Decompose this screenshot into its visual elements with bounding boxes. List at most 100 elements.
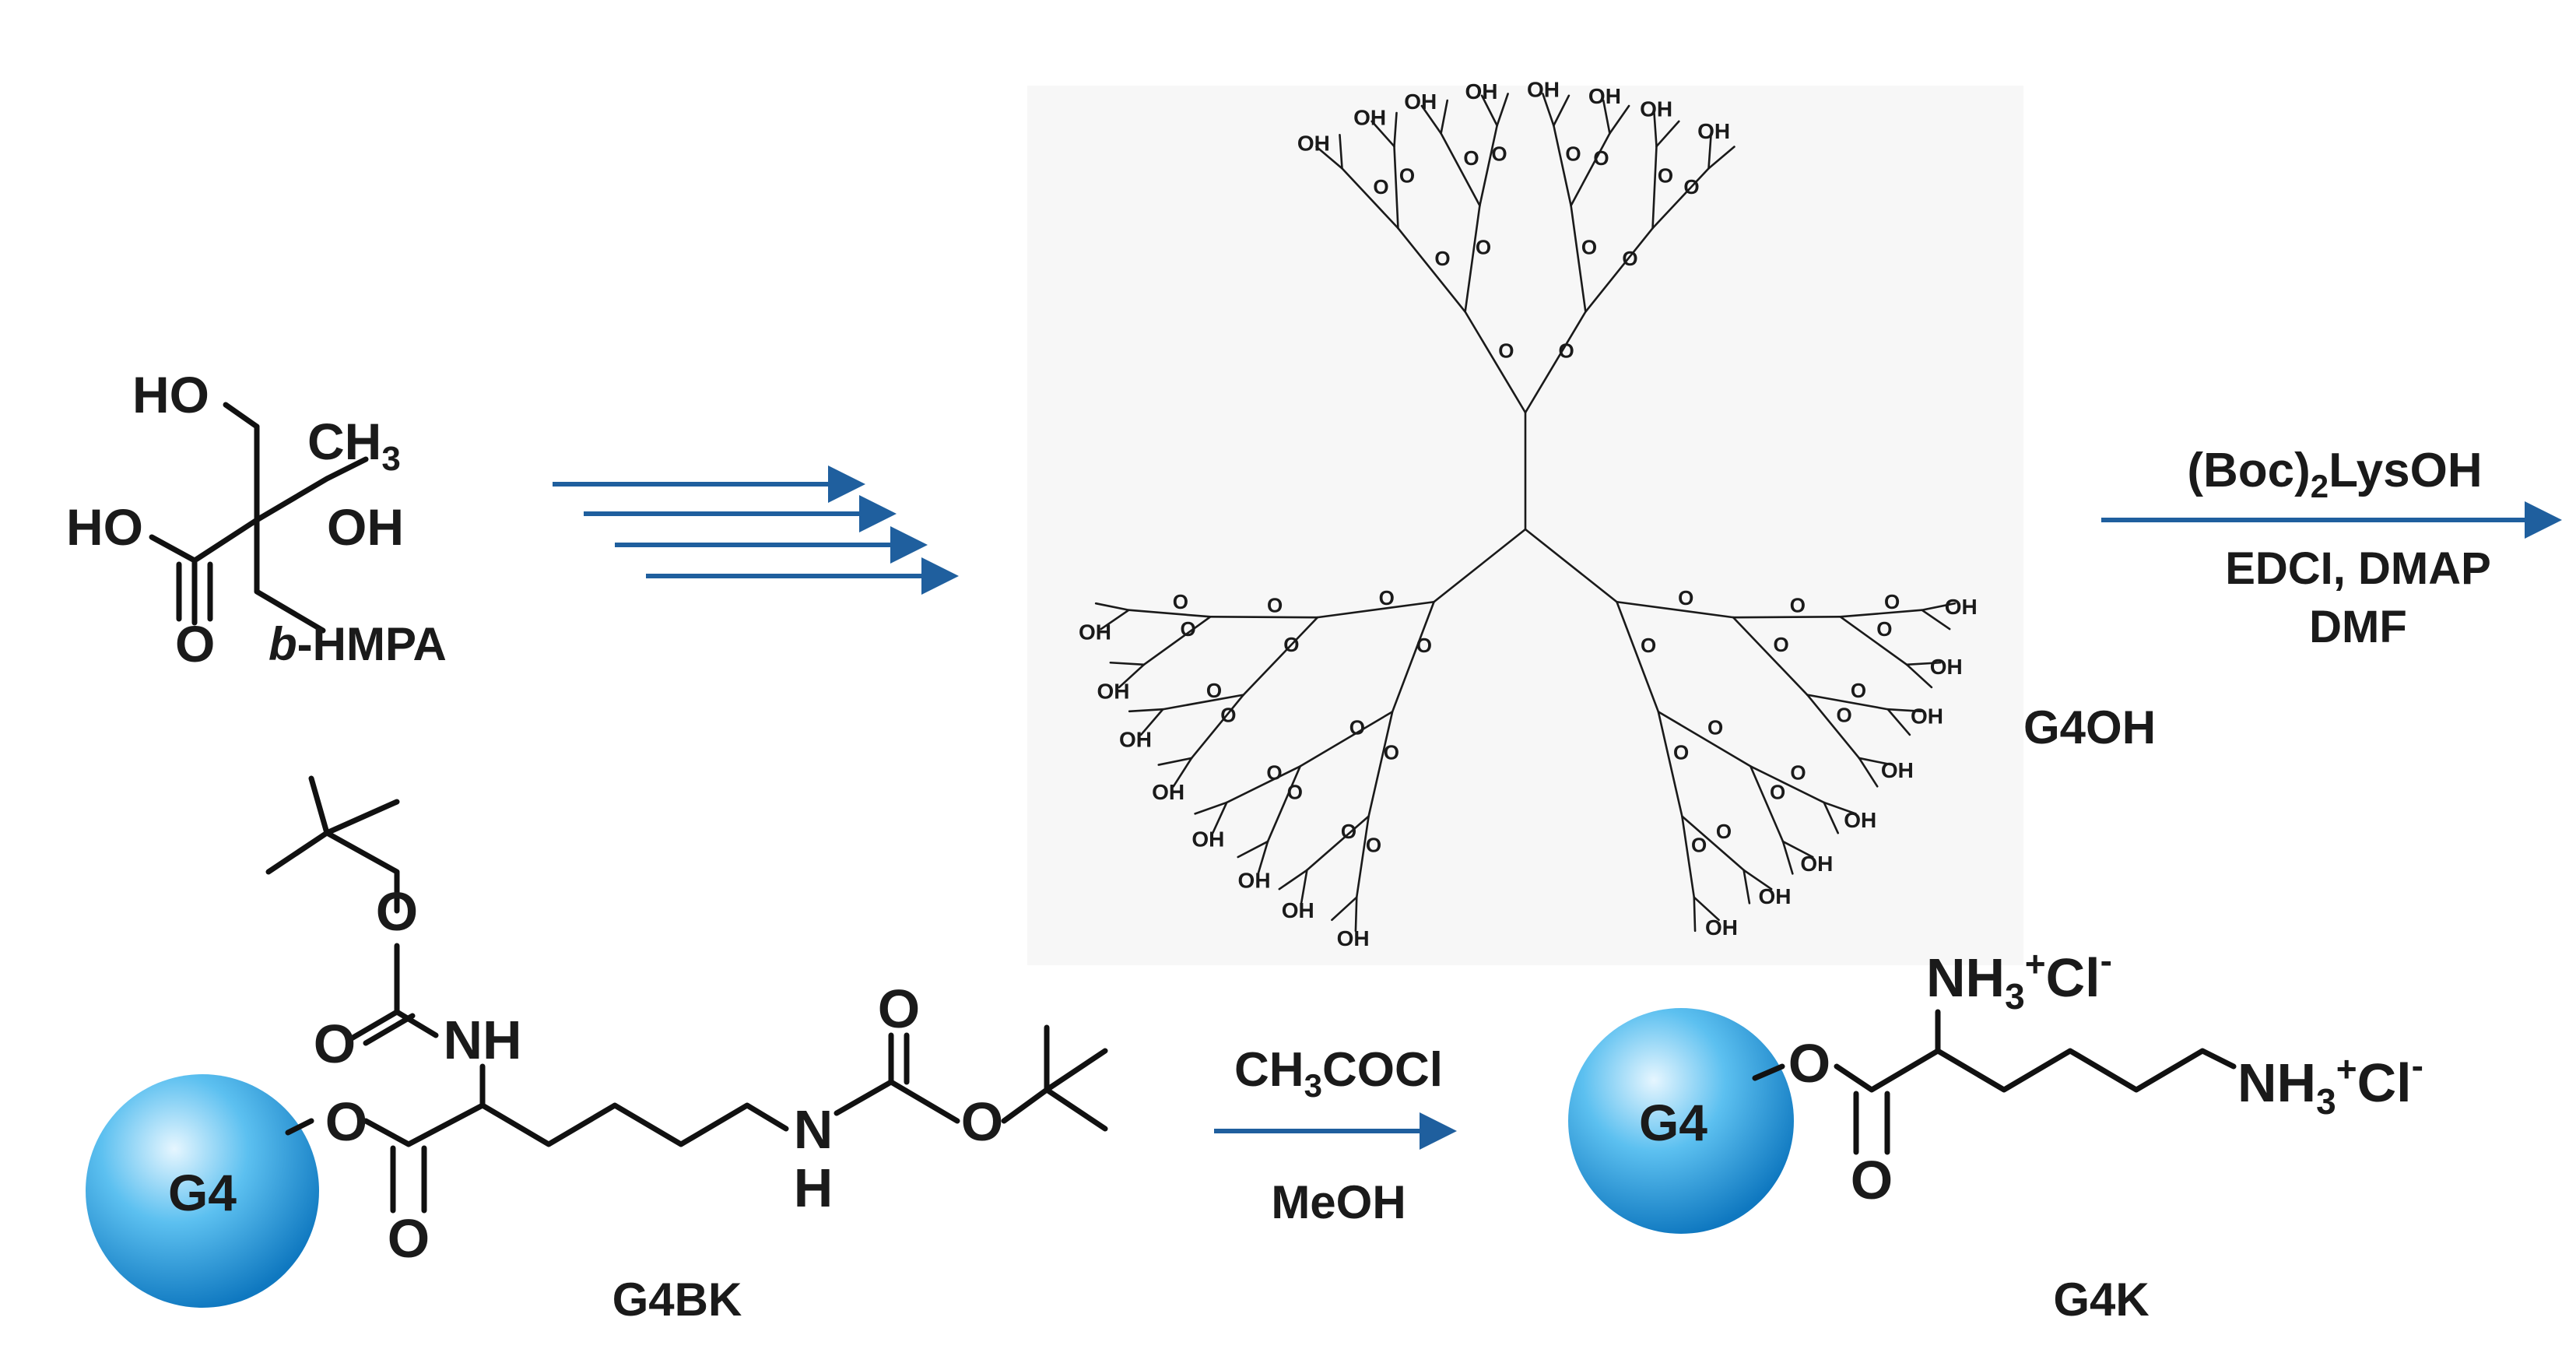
dendrimer-bond — [1524, 528, 1618, 603]
dendrimer-o: O — [1206, 679, 1222, 702]
dendrimer-bond — [1094, 602, 1130, 612]
dendrimer-bond — [1391, 600, 1435, 713]
dendrimer-bond — [1161, 694, 1245, 711]
g4bk-n: N — [794, 1099, 834, 1160]
dendrimer-bond — [1440, 99, 1449, 135]
dendrimer-bond — [1657, 711, 1683, 817]
step2-reagent-top: CH3COCl — [1234, 1043, 1443, 1104]
dendrimer-bond — [1681, 815, 1745, 872]
g4k-molecule: G4 O O NH3+Cl- NH3+Cl- G4K — [1568, 940, 2423, 1326]
dendrimer-oh: OH — [1588, 84, 1621, 108]
g4-sphere — [1568, 1008, 1794, 1234]
dendrimer-bond — [1750, 765, 1785, 843]
dendrimer-o: O — [1683, 175, 1699, 198]
dendrimer-g4oh: OOOOHOOHOOOHOOHOOOOHOOHOOOHOOHOOOOHOOHOO… — [1079, 77, 1978, 950]
dendrimer-bond — [1616, 600, 1660, 713]
dendrimer-bond — [1839, 616, 1908, 666]
dendrimer-bond — [1128, 609, 1212, 618]
dendrimer-o: O — [1283, 633, 1299, 656]
dendrimer-o: O — [1434, 247, 1450, 270]
dendrimer-bond — [1237, 840, 1269, 859]
g4bk-o-boc1-top: O — [376, 881, 418, 942]
g4k-o-ester: O — [1788, 1033, 1830, 1094]
dendrimer-o: O — [1220, 703, 1236, 726]
g4bk-label: G4BK — [612, 1273, 742, 1326]
dendrimer-o: O — [1463, 146, 1479, 170]
dendrimer-bond — [1742, 869, 1751, 905]
dendrimer-o: O — [1266, 761, 1282, 785]
dendrimer-o: O — [1876, 617, 1892, 641]
dendrimer-oh: OH — [1527, 77, 1560, 101]
dendrimer-bond — [1300, 869, 1308, 905]
dendrimer-bond — [1585, 227, 1654, 313]
g4bk-o-boc2-carbonyl: O — [878, 978, 920, 1039]
dendrimer-oh: OH — [1697, 119, 1730, 143]
dendrimer-bond — [1440, 132, 1481, 207]
dendrimer-o: O — [1716, 820, 1732, 843]
dendrimer-bond — [1886, 708, 1923, 713]
dendrimer-bond — [1172, 757, 1193, 788]
dendrimer-bond — [1242, 616, 1319, 696]
dendrimer-o: O — [1267, 594, 1283, 617]
step2-reagent-bot: MeOH — [1271, 1176, 1406, 1228]
dendrimer-o: O — [1341, 820, 1356, 843]
dendrimer-o: O — [1476, 235, 1491, 258]
dendrimer-o: O — [1498, 339, 1514, 362]
dendrimer-bond — [1393, 145, 1399, 230]
dendrimer-bond — [1355, 815, 1370, 898]
dendrimer-bond — [1570, 132, 1611, 207]
dendrimer-bond — [1479, 124, 1498, 207]
dendrimer-bond — [1886, 708, 1911, 736]
step1-arrow-group: (Boc)2LysOH EDCI, DMAP DMF — [2101, 444, 2562, 652]
hmpa-name: b-HMPA — [268, 618, 447, 670]
g4k-nh3-epsilon: NH3+Cl- — [2237, 1045, 2423, 1122]
dendrimer-bond — [1100, 609, 1130, 631]
dendrimer-o: O — [1658, 164, 1673, 188]
g4k-sphere-label: G4 — [1639, 1094, 1707, 1151]
dendrimer-o: O — [1790, 761, 1806, 785]
dendrimer-oh: OH — [1640, 97, 1672, 121]
dendrimer-o: O — [1491, 142, 1507, 166]
dendrimer-bond — [1190, 694, 1245, 760]
g4-sphere — [86, 1074, 319, 1308]
dendrimer-bond — [1316, 600, 1435, 619]
dendrimer-bond — [1921, 602, 1957, 612]
dendrimer-label: G4OH — [2023, 701, 2156, 754]
dendrimer-bond — [1806, 694, 1861, 760]
dendrimer-o: O — [1673, 740, 1689, 764]
dendrimer-bond — [1397, 227, 1466, 313]
g4bk-o-ester: O — [325, 1091, 367, 1152]
dendrimer-o: O — [1678, 586, 1693, 609]
step1-reagent-mid: EDCI, DMAP — [2225, 543, 2491, 594]
dendrimer-bond — [1858, 757, 1893, 766]
dendrimer-bond — [1781, 840, 1814, 859]
dendrimer-bond — [1315, 146, 1343, 170]
dendrimer-o: O — [1641, 634, 1656, 657]
g4bk-o-boc2-ester: O — [961, 1091, 1003, 1152]
dendrimer-bond — [1420, 104, 1442, 135]
dendrimer-bond — [1109, 661, 1146, 666]
dendrimer-bond — [1905, 661, 1942, 666]
dendrimer-bond — [1157, 757, 1193, 766]
dendrimer-bond — [1128, 708, 1164, 713]
dendrimer-o: O — [1173, 590, 1188, 613]
dendrimer-bond — [1480, 94, 1498, 127]
dendrimer-bond — [1299, 711, 1394, 768]
dendrimer-o: O — [1349, 715, 1365, 739]
dendrimer-oh: OH — [1119, 728, 1152, 752]
dendrimer-bond — [1139, 708, 1164, 736]
hmpa-ch3: CH3 — [307, 413, 401, 478]
dendrimer-bond — [1570, 204, 1587, 313]
dendrimer-bond — [1602, 99, 1611, 135]
dendrimer-oh: OH — [1705, 915, 1738, 940]
g4bk-o-carbonyl: O — [388, 1208, 430, 1269]
dendrimer-bond — [1278, 869, 1308, 891]
step1-reagent-top: (Boc)2LysOH — [2187, 444, 2482, 504]
dendrimer-oh: OH — [1079, 620, 1111, 645]
dendrimer-bond — [1693, 896, 1720, 922]
dendrimer-bond — [1266, 765, 1301, 843]
dendrimer-o: O — [1416, 634, 1432, 657]
dendrimer-oh: OH — [1800, 852, 1833, 876]
g4bk-o-boc1-carbonyl: O — [314, 1013, 356, 1074]
